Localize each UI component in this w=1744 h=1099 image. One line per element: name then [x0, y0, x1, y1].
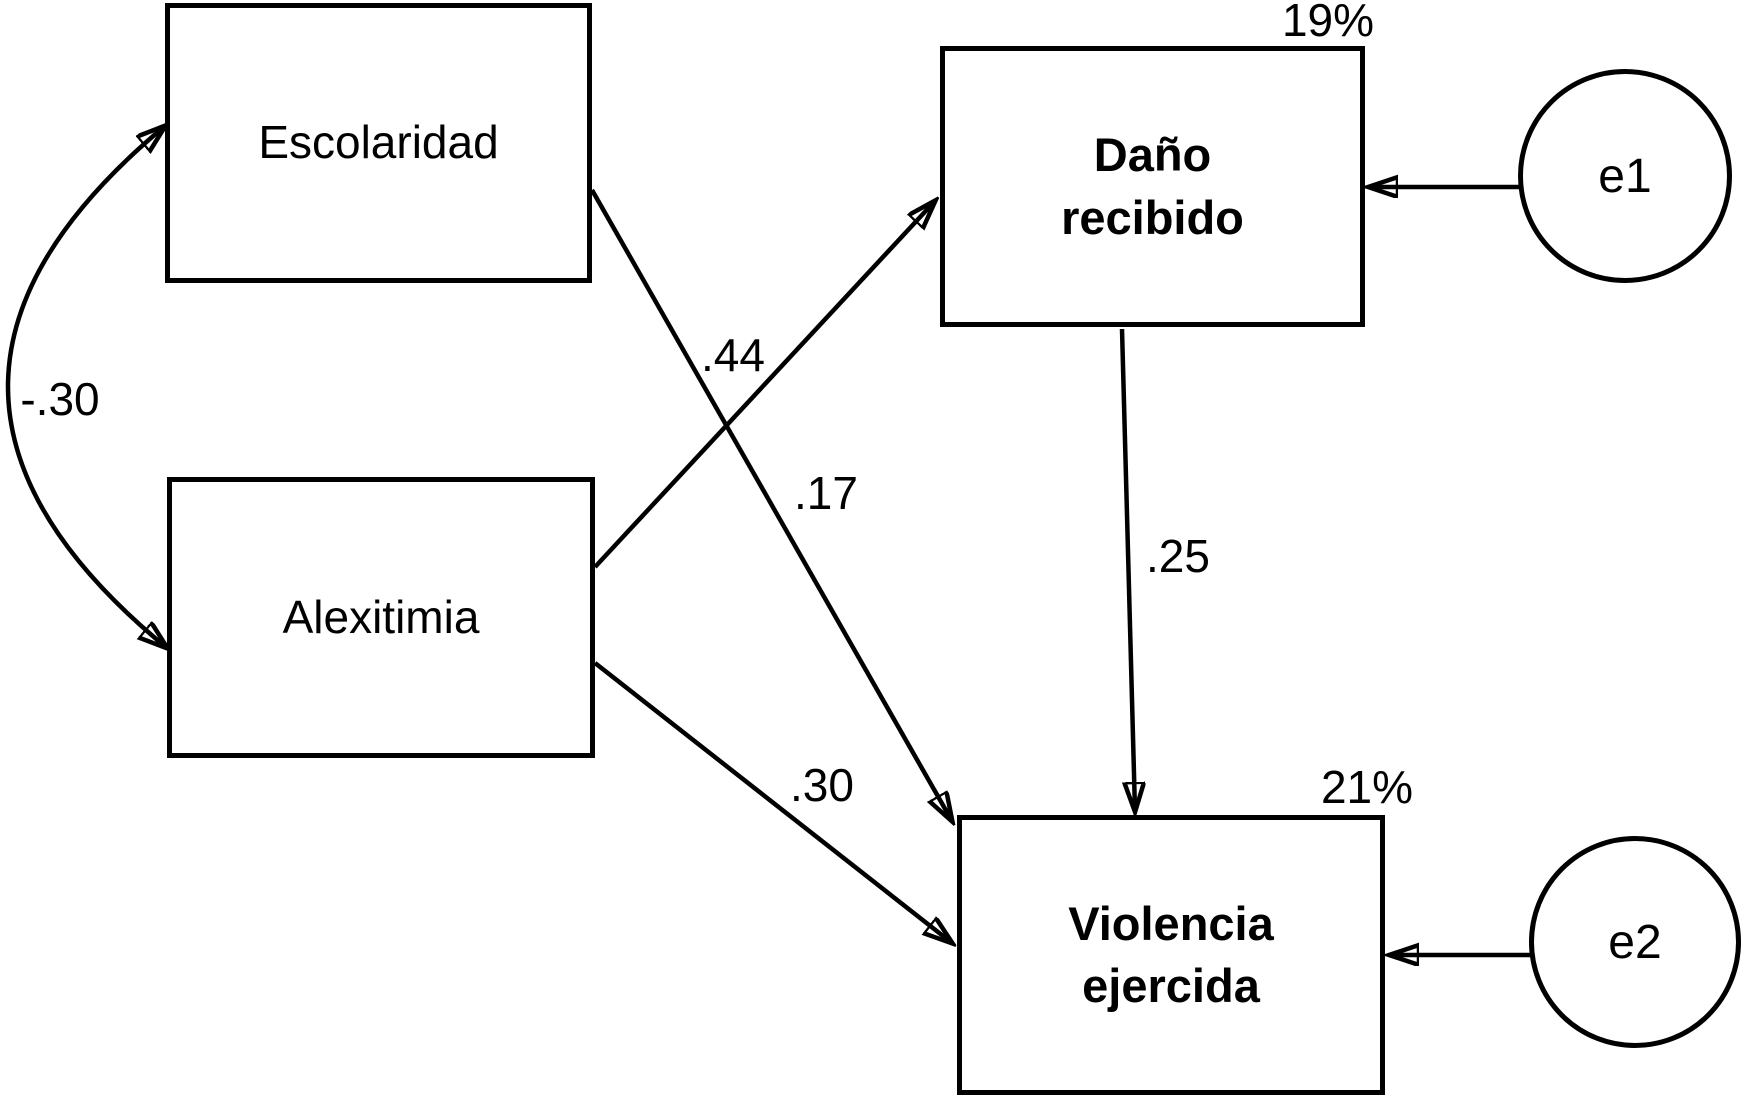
e1-label: e1: [1598, 149, 1652, 203]
arrow-dano-recibido-to-violencia: [1119, 328, 1135, 811]
violencia-ejercida-box: Violencia ejercida: [957, 815, 1385, 1095]
dano-recibido-label-line2: recibido: [1061, 190, 1244, 244]
variance-label-violencia-ejercida: 21%: [1320, 761, 1414, 813]
violencia-ejercida-label-line1: Violencia: [1068, 896, 1274, 950]
arrow-alexitimia-to-dano-recibido: [593, 201, 935, 569]
arrow-escolaridad-to-violencia: [590, 188, 952, 821]
e1-error-circle: e1: [1518, 69, 1732, 283]
dano-recibido-label-line1: Daño: [1093, 128, 1212, 182]
escolaridad-box: Escolaridad: [165, 3, 592, 283]
coefficient-alexitimia-violencia: .30: [790, 759, 854, 811]
coefficient-covariance-escolaridad-alexitimia: -.30: [20, 373, 100, 425]
escolaridad-label: Escolaridad: [258, 116, 499, 169]
alexitimia-label: Alexitimia: [282, 590, 480, 643]
coefficient-dano-recibido-violencia: .25: [1146, 530, 1210, 582]
coefficient-alexitimia-dano-recibido: .44: [701, 329, 765, 381]
covariance-arrow-escolaridad-alexitimia: [5, 126, 167, 648]
variance-label-dano-recibido: 19%: [1281, 0, 1375, 46]
dano-recibido-box: Daño recibido: [940, 46, 1365, 327]
e2-error-circle: e2: [1529, 836, 1741, 1048]
e2-label: e2: [1608, 915, 1662, 969]
alexitimia-box: Alexitimia: [167, 477, 595, 758]
arrow-alexitimia-to-violencia: [593, 661, 952, 943]
violencia-ejercida-label-line2: ejercida: [1082, 959, 1260, 1012]
coefficient-escolaridad-violencia: .17: [794, 467, 858, 519]
